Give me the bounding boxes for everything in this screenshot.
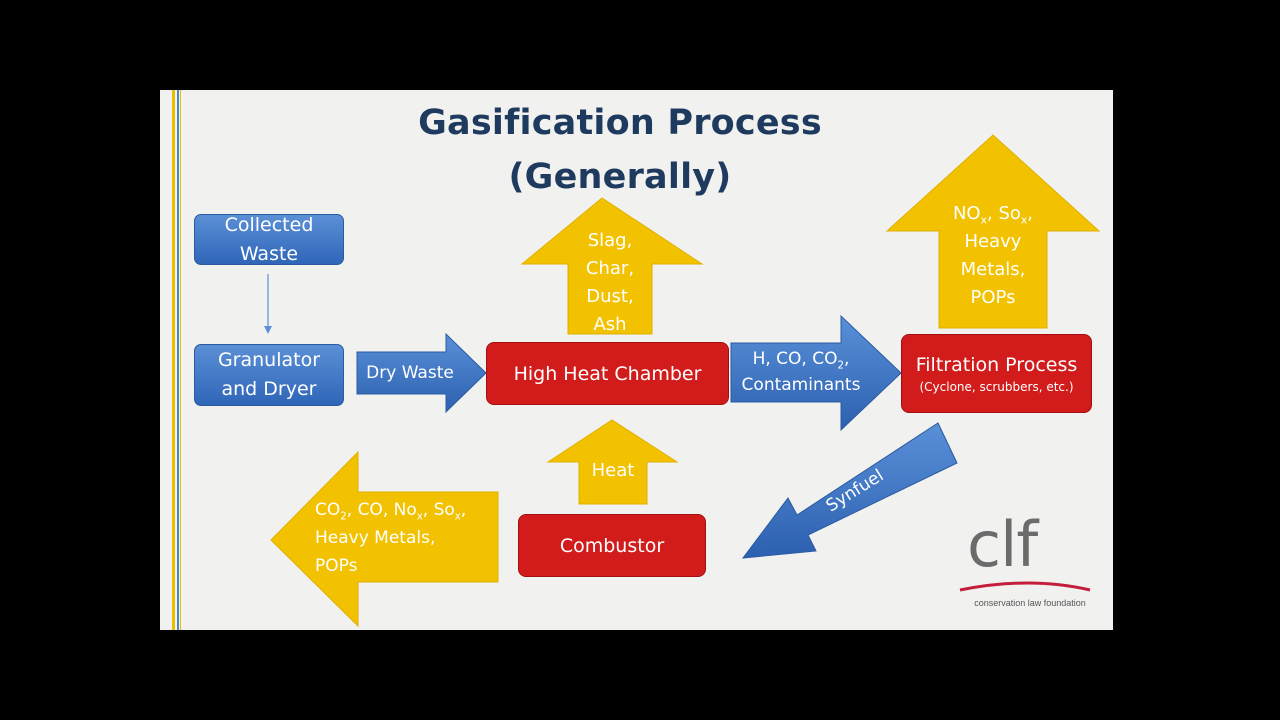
collected-waste-line-2: Waste [239,242,299,265]
granulator-dryer-box: Granulator and Dryer [194,344,344,406]
heat-up-arrow [546,419,679,505]
filtration-emissions-label: NOx, Sox, Heavy Metals, POPs [930,198,1056,314]
combustor-label: Combustor [559,534,665,557]
gas-label-sub: 2 [837,360,844,372]
no-sub: x [980,213,987,227]
heat-label: Heat [579,457,647,485]
combustor-emissions-line-3: POPs [315,556,358,576]
combustor-emissions-line-1: CO2, CO, Nox, Sox, [315,500,467,523]
diagram-shapes [264,134,1101,628]
filtration-emissions-line-4: POPs [970,287,1016,308]
synfuel-arrow [741,422,958,559]
high-heat-chamber-box: High Heat Chamber [486,342,729,405]
gas-label-line-1: H, CO, CO2, [752,349,850,372]
clf-logo-caption: conservation law foundation [974,598,1086,608]
filtration-process-note: (Cyclone, scrubbers, etc.) [919,379,1074,394]
connector-arrowhead [264,326,272,334]
so-text: So [998,203,1021,224]
gas-arrow-label: H, CO, CO2, Contaminants [728,344,874,400]
high-heat-chamber-label: High Heat Chamber [513,362,702,385]
combustor-box: Combustor [518,514,706,577]
filtration-emissions-line-3: Metals, [960,259,1026,280]
slag-line-2: Char, [585,258,635,279]
filtration-process-box: Filtration Process (Cyclone, scrubbers, … [901,334,1092,413]
filtration-emissions-line-1: NOx, Sox, [952,203,1034,227]
title-line-1: Gasification Process [418,103,822,143]
so-sub: x [1020,213,1028,227]
filtration-process-label: Filtration Process [915,353,1078,376]
co2-text: CO [315,500,341,520]
combustor-emissions-line-2: Heavy Metals, [315,528,436,548]
slag-line-1: Slag, [587,230,633,251]
granulator-line-1: Granulator [217,349,321,371]
logo-swoosh [959,581,1091,592]
heat-text: Heat [591,460,635,481]
combustor-emissions-left-arrow [270,450,499,628]
filtration-emissions-line-2: Heavy [964,231,1022,252]
granulator-line-2: and Dryer [221,378,317,400]
dry-waste-label: Dry Waste [360,359,460,387]
co-nox-text: CO, No [357,500,417,520]
stripe-yellow-2 [180,90,181,630]
slag-line-3: Dust, [586,286,634,307]
clf-logo: clf [967,508,1038,581]
sox-sub: x [454,511,461,523]
combustor-emissions-label: CO2, CO, Nox, Sox, Heavy Metals, POPs [315,495,495,581]
slide: Gasification Process (Generally) [160,90,1113,630]
dry-waste-arrow [356,332,487,414]
no-text: NO [952,203,981,224]
page-title: Gasification Process (Generally) [360,96,880,204]
nox-sub: x [416,511,423,523]
filtration-emissions-up-arrow [885,134,1101,329]
slag-label: Slag, Char, Dust, Ash [568,227,652,339]
co2-sub: 2 [340,511,347,523]
collected-waste-box: Collected Waste [194,214,344,265]
gas-label-text: H, CO, CO [752,349,838,369]
dry-waste-text: Dry Waste [366,363,454,383]
gas-arrow [730,314,902,432]
sox-text: So [433,500,455,520]
stripe-yellow [172,90,175,630]
stripe-blue [177,90,179,630]
collected-waste-line-1: Collected [224,213,314,236]
gas-label-line-2: Contaminants [741,375,861,395]
slag-up-arrow [520,197,704,335]
slag-line-4: Ash [593,314,627,335]
title-line-2: (Generally) [508,157,732,197]
